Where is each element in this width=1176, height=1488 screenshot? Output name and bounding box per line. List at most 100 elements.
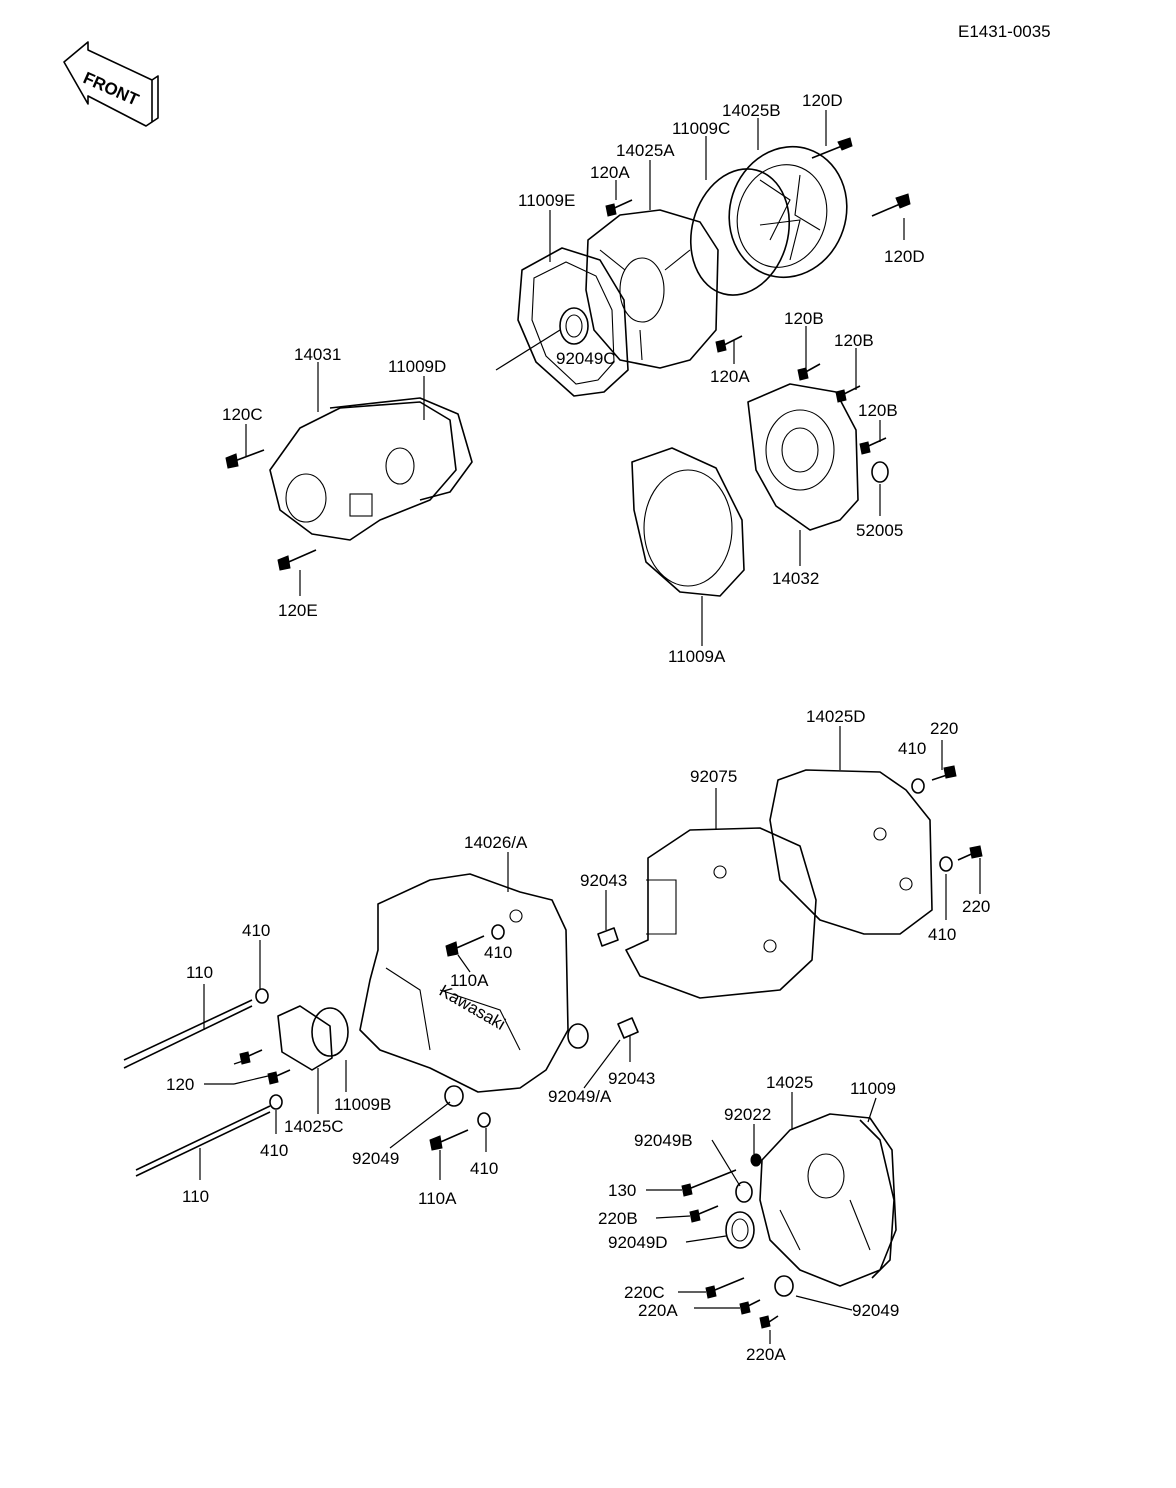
oil-seal-92049-right bbox=[774, 1275, 794, 1297]
oil-seal-52005 bbox=[871, 461, 889, 483]
label-410-left: 410 bbox=[242, 921, 270, 940]
label-120A-top: 120A bbox=[590, 163, 630, 182]
cover-14025A bbox=[585, 209, 719, 369]
bolt-120B-1 bbox=[797, 363, 821, 381]
cover-plate-14025C bbox=[277, 1005, 333, 1071]
label-11009A: 11009A bbox=[668, 647, 726, 666]
label-92043-top: 92043 bbox=[580, 871, 627, 890]
label-14025C: 14025C bbox=[284, 1117, 344, 1136]
label-92049-left: 92049 bbox=[352, 1149, 399, 1168]
label-14025B: 14025B bbox=[722, 101, 781, 120]
bolt-220A-1 bbox=[739, 1299, 761, 1315]
washer-410-mid bbox=[491, 924, 505, 940]
bolt-220B bbox=[689, 1205, 719, 1223]
leader-lines bbox=[199, 110, 981, 1344]
label-220A-1: 220A bbox=[638, 1301, 678, 1320]
label-120D-right: 120D bbox=[884, 247, 925, 266]
label-410-right: 410 bbox=[928, 925, 956, 944]
bolt-220A-2 bbox=[759, 1315, 779, 1329]
cover-14032 bbox=[747, 383, 859, 531]
label-14025A: 14025A bbox=[616, 141, 675, 160]
label-14032: 14032 bbox=[772, 569, 819, 588]
label-92043-bottom: 92043 bbox=[608, 1069, 655, 1088]
label-110-bottom: 110 bbox=[182, 1187, 209, 1206]
bolt-120-lower bbox=[267, 1069, 291, 1085]
dowel-92043-bottom bbox=[617, 1017, 639, 1039]
oil-seal-92049D bbox=[725, 1211, 755, 1249]
label-120: 120 bbox=[166, 1075, 194, 1094]
gasket-11009E bbox=[517, 247, 629, 397]
bolt-120A-top bbox=[605, 199, 633, 217]
label-92049A: 92049/A bbox=[548, 1087, 612, 1106]
dowel-92043-top bbox=[597, 927, 619, 947]
bolt-120E bbox=[277, 549, 317, 571]
cover-14025 bbox=[759, 1113, 897, 1287]
bolt-120B-3 bbox=[859, 437, 887, 455]
oil-seal-92049-left bbox=[444, 1085, 464, 1107]
bolt-120B-2 bbox=[835, 385, 861, 403]
gasket-11009A bbox=[631, 447, 745, 597]
label-120B-2: 120B bbox=[834, 331, 874, 350]
bolt-220-right bbox=[957, 845, 983, 861]
label-410-bottom: 410 bbox=[470, 1159, 498, 1178]
stud-110-bottom bbox=[135, 1105, 271, 1177]
front-direction-arrow-icon: FRONT bbox=[63, 41, 159, 127]
label-92049C: 92049C bbox=[556, 349, 616, 368]
label-110A-top: 110A bbox=[450, 971, 489, 990]
bolt-120C bbox=[225, 449, 265, 469]
label-14031: 14031 bbox=[294, 345, 341, 364]
label-220-right: 220 bbox=[962, 897, 990, 916]
label-14026A: 14026/A bbox=[464, 833, 528, 852]
label-220A-2: 220A bbox=[746, 1345, 786, 1364]
oil-seal-92049C bbox=[559, 307, 589, 345]
label-92049B: 92049B bbox=[634, 1131, 693, 1150]
label-410-mid: 410 bbox=[484, 943, 512, 962]
bolt-130 bbox=[681, 1169, 737, 1197]
label-220C: 220C bbox=[624, 1283, 665, 1302]
oil-seal-92049A bbox=[567, 1023, 589, 1049]
cover-14025D bbox=[769, 769, 933, 935]
label-410-top: 410 bbox=[898, 739, 926, 758]
outer-cover-14025B bbox=[728, 145, 848, 279]
gasket-11009B bbox=[311, 1007, 349, 1057]
diagram-code: E1431-0035 bbox=[958, 22, 1051, 41]
cover-92075 bbox=[625, 827, 817, 999]
bolt-120D-top bbox=[811, 137, 853, 159]
label-11009B: 11009B bbox=[334, 1095, 391, 1114]
label-110A-bottom: 110A bbox=[418, 1189, 457, 1208]
label-11009D: 11009D bbox=[388, 357, 446, 376]
label-14025D: 14025D bbox=[806, 707, 866, 726]
stud-110-top bbox=[123, 999, 253, 1069]
label-120A-mid: 120A bbox=[710, 367, 750, 386]
label-11009E: 11009E bbox=[518, 191, 575, 210]
label-52005: 52005 bbox=[856, 521, 903, 540]
label-120D-top: 120D bbox=[802, 91, 843, 110]
bolt-110A-bottom bbox=[429, 1129, 469, 1151]
washer-410-right bbox=[939, 856, 953, 872]
label-11009: 11009 bbox=[850, 1079, 896, 1098]
label-92075: 92075 bbox=[690, 767, 737, 786]
bolt-110A-top bbox=[445, 935, 485, 957]
label-92049D: 92049D bbox=[608, 1233, 668, 1252]
plug-92022 bbox=[750, 1153, 762, 1167]
washer-410-low bbox=[269, 1094, 283, 1110]
label-14025: 14025 bbox=[766, 1073, 813, 1092]
label-410-low: 410 bbox=[260, 1141, 288, 1160]
label-130: 130 bbox=[608, 1181, 636, 1200]
washer-410-left bbox=[255, 988, 269, 1004]
washer-410-bottom bbox=[477, 1112, 491, 1128]
label-120B-1: 120B bbox=[784, 309, 824, 328]
bolt-120-upper bbox=[239, 1049, 263, 1065]
label-92022: 92022 bbox=[724, 1105, 771, 1124]
label-120C: 120C bbox=[222, 405, 263, 424]
gasket-11009 bbox=[859, 1119, 895, 1279]
label-220-top: 220 bbox=[930, 719, 958, 738]
label-11009C: 11009C bbox=[672, 119, 730, 138]
label-120E: 120E bbox=[278, 601, 318, 620]
label-110-top: 110 bbox=[186, 963, 213, 982]
label-220B: 220B bbox=[598, 1209, 638, 1228]
gasket-11009D bbox=[329, 397, 473, 501]
oil-seal-92049B bbox=[735, 1181, 753, 1203]
bolt-220-top bbox=[931, 765, 957, 781]
